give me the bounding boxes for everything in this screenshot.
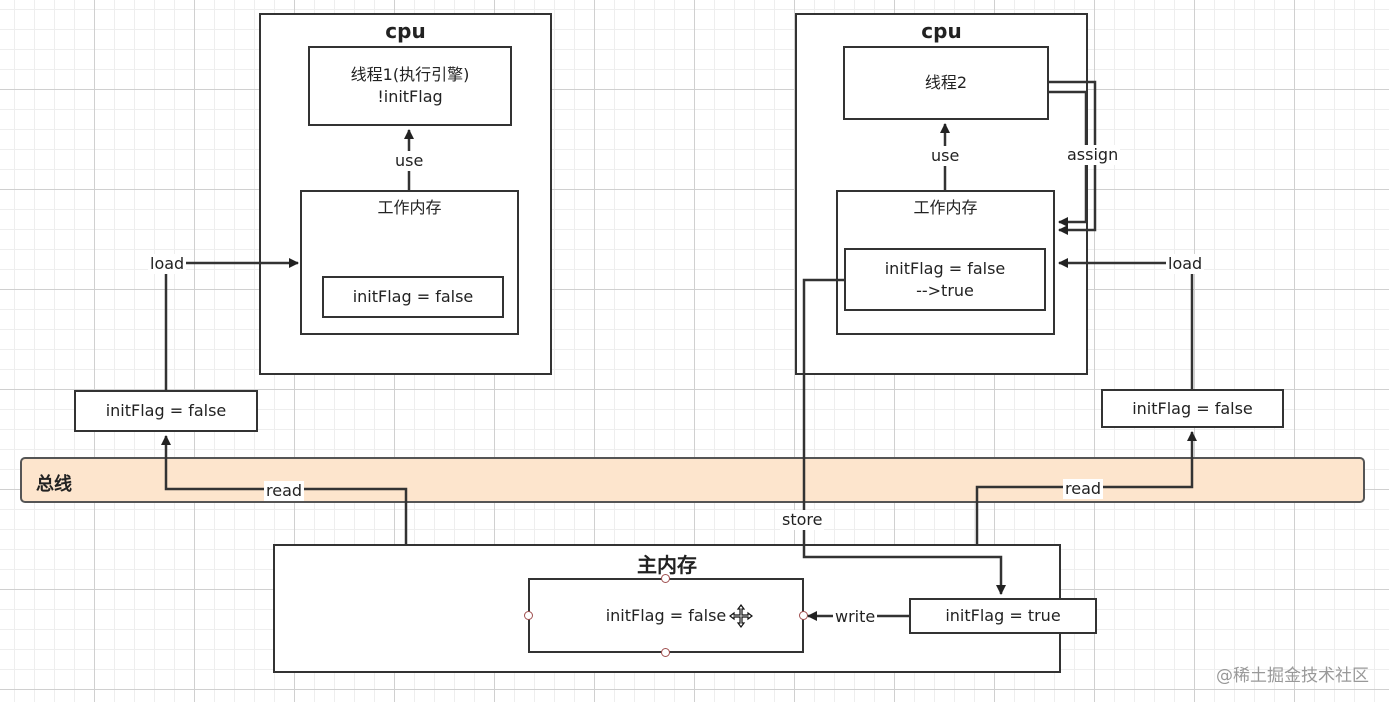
- left-read-label: read: [264, 481, 305, 501]
- resize-handle-left[interactable]: [524, 611, 533, 620]
- left-copy-value: initFlag = false: [105, 401, 227, 420]
- resize-handle-bottom[interactable]: [661, 648, 670, 657]
- main-memory-title: 主内存: [637, 553, 697, 577]
- right-work-value-old: initFlag = false: [884, 258, 1006, 278]
- assign-label: assign: [1065, 145, 1121, 165]
- main-memory-value: initFlag = false: [605, 605, 727, 625]
- move-cursor-icon: [729, 604, 753, 628]
- left-work-value: initFlag = false: [352, 287, 474, 306]
- right-work-memory-title: 工作内存: [913, 198, 978, 217]
- bus: 总线: [20, 457, 1365, 503]
- left-work-value-box: initFlag = false: [322, 276, 504, 318]
- left-use-label: use: [393, 151, 426, 171]
- incoming-value-box: initFlag = true: [909, 598, 1097, 634]
- store-label: store: [780, 510, 825, 530]
- resize-handle-top[interactable]: [661, 574, 670, 583]
- left-thread-name: 线程1(执行引擎): [350, 65, 470, 84]
- incoming-value: initFlag = true: [945, 606, 1061, 625]
- watermark: @稀土掘金技术社区: [1216, 666, 1369, 686]
- right-load-label: load: [1166, 254, 1205, 274]
- right-use-label: use: [929, 146, 962, 166]
- right-copy-value-box: initFlag = false: [1101, 389, 1284, 428]
- left-load-arrow: [164, 258, 299, 390]
- left-copy-value-box: initFlag = false: [74, 390, 258, 432]
- left-work-memory-title: 工作内存: [377, 198, 442, 217]
- right-cpu-title: cpu: [921, 19, 962, 43]
- right-work-value-new: -->true: [916, 280, 974, 300]
- right-read-label: read: [1063, 479, 1104, 499]
- right-work-value-box: initFlag = false -->true: [844, 248, 1046, 311]
- right-copy-value: initFlag = false: [1132, 398, 1253, 418]
- store-arrow: [802, 278, 1006, 595]
- left-load-label: load: [148, 254, 187, 274]
- bus-label: 总线: [36, 474, 72, 495]
- write-label: write: [833, 607, 878, 627]
- left-thread-condition: !initFlag: [377, 87, 443, 106]
- left-thread-box: 线程1(执行引擎) !initFlag: [308, 46, 512, 126]
- right-load-arrow: [1058, 258, 1194, 389]
- right-thread-box: 线程2: [843, 46, 1049, 120]
- right-thread-name: 线程2: [924, 73, 968, 92]
- left-cpu-title: cpu: [385, 19, 426, 43]
